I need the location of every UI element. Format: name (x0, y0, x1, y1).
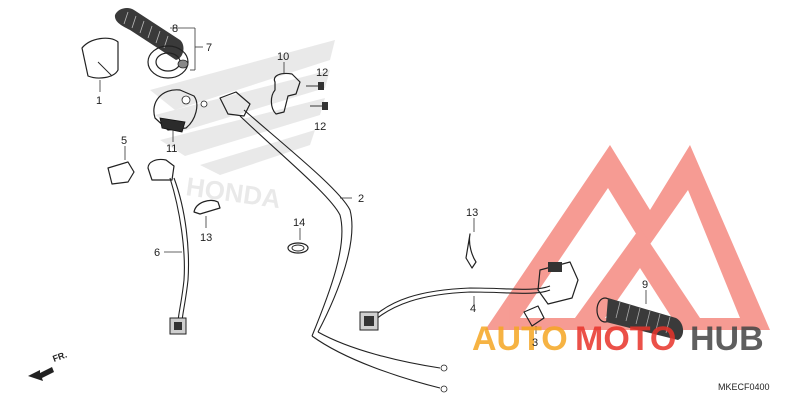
watermark-text-part-3: HUB (690, 320, 764, 358)
callout-label: 8 (172, 23, 178, 35)
part-6-kill-switch-wire (147, 158, 190, 335)
callout-label: 3 (532, 337, 538, 349)
callout-label: 9 (642, 279, 648, 291)
callout-label: 7 (206, 42, 212, 54)
part-12-screws (306, 82, 328, 110)
part-2-throttle-cable (219, 91, 448, 393)
callout-label: 10 (277, 51, 289, 63)
callout-label: 1 (96, 95, 102, 107)
part-13-cable-tie-right (465, 218, 477, 269)
callout-label: 14 (293, 217, 305, 229)
watermark-text-part-2: MOTO (575, 320, 676, 358)
watermark-triangle-logo (485, 145, 770, 330)
callout-labels: 1 2 3 4 5 6 7 8 9 10 11 12 12 13 13 14 (96, 23, 648, 349)
part-3-switch (523, 261, 579, 334)
part-13-cable-tie-left (193, 199, 221, 228)
part-14-band (287, 228, 309, 254)
direction-label: FR. (51, 350, 68, 364)
front-direction-arrow-icon: FR. (28, 350, 68, 381)
callout-label: 11 (166, 143, 177, 155)
watermark-text-group: AUTO MOTO HUB (472, 320, 764, 358)
part-5-wire-clamp (107, 146, 135, 185)
background-logo-text: HONDA (184, 171, 283, 214)
callout-label: 13 (200, 232, 212, 244)
part-11-throttle-housing (153, 89, 208, 142)
callout-label: 13 (466, 207, 478, 219)
callout-label: 6 (154, 247, 160, 259)
part-1-throttle-sleeve (81, 37, 119, 92)
callout-label: 4 (470, 303, 476, 315)
watermark-text-part-1: AUTO (472, 320, 568, 358)
callout-label: 2 (358, 193, 364, 205)
part-7-throttle-grip-assembly (114, 7, 203, 79)
part-9-left-grip (596, 290, 684, 340)
callout-label: 12 (314, 121, 326, 133)
callout-label: 5 (121, 135, 127, 147)
callout-label: 12 (316, 67, 328, 79)
part-10-clamp (270, 62, 301, 115)
part-4-switch-wire (359, 285, 551, 331)
reference-code: MKECF0400 (718, 382, 770, 392)
